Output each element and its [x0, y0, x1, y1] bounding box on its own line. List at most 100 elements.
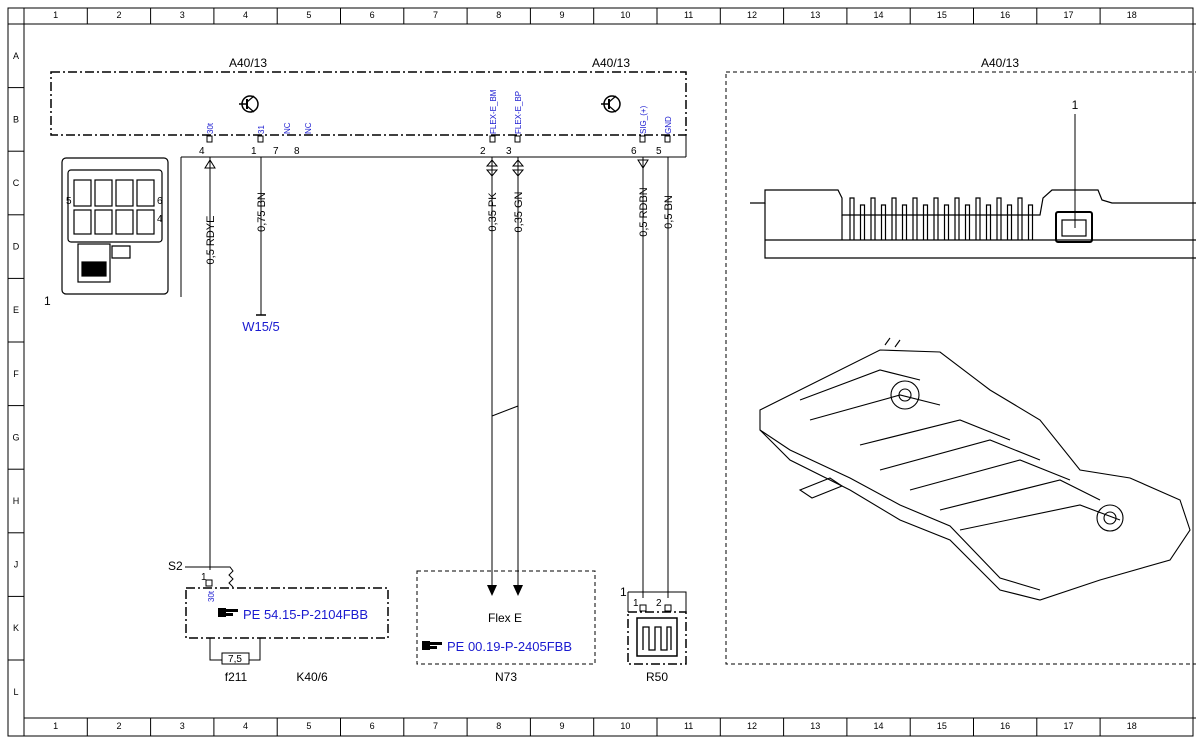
r50-pin-2: 2	[656, 598, 662, 609]
heater-icon	[636, 617, 678, 657]
grid-col-label: 18	[1127, 10, 1137, 20]
grid-col-label: 12	[747, 721, 757, 731]
grid-col-label: 17	[1063, 721, 1073, 731]
grid-row-label: C	[13, 178, 20, 188]
grid-col-label: 2	[116, 10, 121, 20]
grid-row-label: L	[13, 687, 18, 697]
grid-col-label: 3	[180, 721, 185, 731]
grid-row-label: G	[12, 432, 19, 442]
r50-pin-1: 1	[633, 598, 639, 609]
k40-pin-num: 1	[201, 572, 207, 583]
grid-col-label: 10	[620, 10, 630, 20]
n73-label: Flex E	[488, 611, 522, 625]
pin-markers	[206, 135, 671, 143]
fuse-symbol	[221, 652, 250, 665]
r50-ref: 1	[620, 585, 627, 599]
n73-ref-link[interactable]: PE 00.19-P-2405FBB	[447, 639, 572, 654]
k40-boundary	[185, 587, 389, 639]
connector-ref: 1	[44, 294, 51, 308]
grid-col-label: 2	[116, 721, 121, 731]
wire-label-pk: 0,35 PK	[487, 192, 499, 232]
pin-num-3: 3	[506, 146, 512, 157]
pin-name-nc-7: NC	[283, 122, 292, 134]
fuse-value: 7,5	[228, 654, 242, 665]
grid-row-label: A	[13, 51, 19, 61]
grid-col-label: 14	[874, 10, 884, 20]
grid-col-label: 9	[560, 721, 565, 731]
k40-name: K40/6	[296, 670, 328, 684]
grid-col-label: 18	[1127, 721, 1137, 731]
grid-col-label: 7	[433, 721, 438, 731]
pin-num-2: 2	[480, 146, 486, 157]
grid-col-label: 14	[874, 721, 884, 731]
pin-num-1: 1	[251, 146, 257, 157]
connector-pin-6: 6	[157, 196, 163, 207]
connector-pin-5: 5	[66, 196, 72, 207]
grid-row-label: B	[13, 114, 19, 124]
hand-pointer-icon	[218, 608, 238, 617]
grid-col-label: 5	[306, 10, 311, 20]
pin-name-flex-e-bp: FLEX-E_BP	[514, 91, 523, 134]
fuse-name: f211	[225, 670, 248, 684]
k40-s-label: S2	[168, 559, 183, 573]
picture-panel	[725, 71, 1196, 665]
grid-col-label: 3	[180, 10, 185, 20]
k40-pin-name: 30t	[207, 590, 216, 602]
grid-row-label: F	[13, 369, 19, 379]
pin-num-7: 7	[273, 146, 279, 157]
grid-row-label: E	[13, 305, 19, 315]
module-title-right: A40/13	[981, 56, 1019, 70]
module-side-view	[750, 189, 1196, 259]
wire-label-rdye: 0,5 RDYE	[205, 216, 217, 265]
grid-col-label: 15	[937, 10, 947, 20]
outer-frame	[7, 7, 1194, 737]
module-title-left: A40/13	[229, 56, 267, 70]
grid-col-label: 13	[810, 10, 820, 20]
grid-col-label: 11	[684, 721, 693, 731]
wires	[209, 157, 669, 598]
ground-ref-link[interactable]: W15/5	[242, 319, 280, 334]
wire-arrows	[487, 585, 523, 596]
pin-name-sig: SIG_(+)	[639, 105, 648, 134]
pin-num-8: 8	[294, 146, 300, 157]
wire-label-rdbn: 0,5 RDBN	[638, 187, 650, 237]
grid-col-label: 16	[1000, 721, 1010, 731]
connector-pin-4: 4	[157, 214, 163, 225]
pin-name-flex-e-bm: FLEX-E_BM	[489, 89, 498, 134]
grid-row-label: K	[13, 623, 19, 633]
wire-label-gn: 0,35 GN	[513, 191, 525, 232]
module-iso-view	[759, 337, 1191, 601]
hand-pointer-icon	[422, 641, 442, 650]
wire-label-bn-075: 0,75 BN	[256, 192, 268, 232]
grid-col-label: 12	[747, 10, 757, 20]
grid-col-label: 5	[306, 721, 311, 731]
grid-col-label: 4	[243, 721, 248, 731]
pin-name-nc-8: NC	[304, 122, 313, 134]
grid-col-label: 16	[1000, 10, 1010, 20]
grid-row-label: J	[14, 560, 19, 570]
grid-col-label: 9	[560, 10, 565, 20]
grid-frame: 1122334455667788991010111112121313141415…	[8, 8, 1137, 736]
pin-name-30t: 30t	[206, 122, 215, 134]
n73-name: N73	[495, 670, 517, 684]
grid-col-label: 13	[810, 721, 820, 731]
r50-name: R50	[646, 670, 668, 684]
pin-name-gnd: GND	[664, 116, 673, 134]
grid-row-label: D	[13, 242, 20, 252]
r50-boundary	[627, 611, 687, 665]
grid-row-label: H	[13, 496, 20, 506]
pin-num-4: 4	[199, 146, 205, 157]
k40-ref-link[interactable]: PE 54.15-P-2104FBB	[243, 607, 368, 622]
pin-num-6: 6	[631, 146, 637, 157]
pin-num-5: 5	[656, 146, 662, 157]
n73-boundary	[416, 570, 596, 665]
grid-col-label: 1	[53, 721, 58, 731]
wire-markers	[204, 159, 649, 177]
picture-ref: 1	[1072, 98, 1079, 112]
pin-name-31: 31	[257, 125, 266, 134]
grid-col-label: 6	[370, 10, 375, 20]
grid-col-label: 1	[53, 10, 58, 20]
transistor-icon	[601, 95, 621, 113]
grid-col-label: 11	[684, 10, 693, 20]
